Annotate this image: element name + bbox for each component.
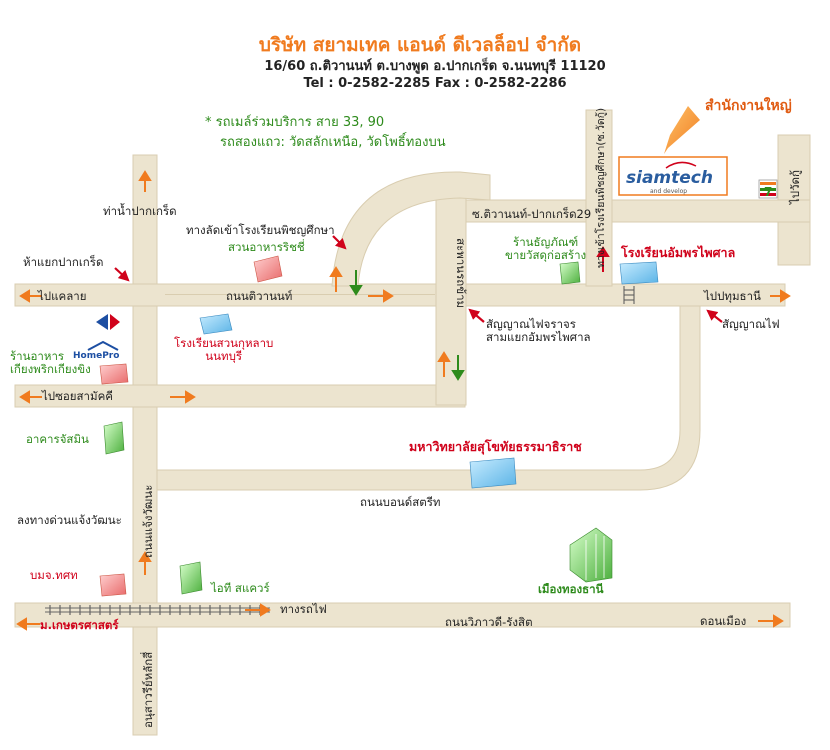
label-anusawari-lak-si: อนุสาวรีย์หลักสี่ bbox=[140, 652, 155, 728]
label-kiang-phrik-restaurant: ร้านอาหาร เกียงพริกเกียงขิง bbox=[10, 349, 91, 377]
logo-subtext: and develop bbox=[650, 188, 687, 195]
building-stou-icon bbox=[469, 457, 517, 489]
bus-line: * รถเมล์ร่วมบริการ สาย 33, 90 bbox=[205, 115, 385, 130]
siamtech-logo: siamtech and develop bbox=[618, 156, 728, 196]
label-bond-street-road: ถนนบอนด์สตรีท bbox=[360, 495, 441, 509]
company-address: 16/60 ถ.ติวานนท์ ต.บางพูด อ.ปากเกร็ด จ.น… bbox=[264, 59, 606, 74]
building-kiangphrik-icon bbox=[99, 363, 129, 385]
arrow-up-icon bbox=[138, 170, 152, 192]
building-itsquare-icon bbox=[179, 561, 203, 595]
building-amphon-icon bbox=[619, 261, 659, 285]
label-it-square: ไอที สแควร์ bbox=[211, 581, 270, 595]
building-suankularb-icon bbox=[199, 313, 233, 335]
arrow-right-icon bbox=[758, 614, 784, 628]
label-to-khae-lai: ไปแคลาย bbox=[38, 289, 87, 303]
logo-text: siamtech bbox=[626, 168, 713, 188]
label-to-soi-samakkhi: ไปซอยสามัคคี bbox=[42, 389, 113, 403]
arrow-up-icon bbox=[329, 266, 343, 292]
pointer-arrow-icon bbox=[468, 308, 485, 323]
arrow-down-icon bbox=[349, 270, 363, 296]
pointer-arrow-icon bbox=[706, 309, 723, 323]
arrow-left-icon bbox=[19, 390, 42, 404]
footbridge-icon bbox=[623, 286, 635, 304]
label-muang-thong-thani: เมืองทองธานี bbox=[538, 582, 604, 596]
label-chaeng-watthana-expressway: ลงทางด่วนแจ้งวัฒนะ bbox=[17, 513, 122, 527]
arrow-right-icon bbox=[368, 289, 394, 303]
building-tot-icon bbox=[99, 573, 127, 597]
svg-text:HomePro: HomePro bbox=[73, 351, 119, 361]
building-markers bbox=[99, 255, 659, 597]
road-divider bbox=[165, 294, 435, 295]
label-to-don-mueang: ดอนเมือง bbox=[700, 614, 747, 628]
label-shortcut-phichan: ทางลัดเข้าโรงเรียนพิชญศึกษา bbox=[186, 223, 335, 237]
arrow-right-icon bbox=[770, 289, 791, 303]
arrow-down-icon bbox=[451, 355, 465, 381]
road-flyover-vertical bbox=[435, 174, 467, 406]
svg-text:7: 7 bbox=[764, 185, 772, 199]
head-office-pointer-icon bbox=[664, 106, 700, 154]
arrow-left-icon bbox=[19, 289, 42, 303]
direction-arrows bbox=[16, 170, 791, 631]
label-railway: ทางรถไฟ bbox=[280, 602, 327, 616]
road-pak-kret-vertical bbox=[132, 154, 158, 736]
company-name: บริษัท สยามเทค แอนด์ ดีเวลล็อป จำกัด bbox=[258, 34, 582, 56]
green-arrows bbox=[349, 270, 465, 381]
road-flyover-curve bbox=[331, 171, 491, 287]
label-amphon-school: โรงเรียนอัมพรไพศาล bbox=[621, 245, 736, 260]
head-office-label: สำนักงานใหญ่ bbox=[705, 98, 792, 114]
label-jasmine-building: อาคารจัสมิน bbox=[26, 432, 89, 446]
building-muangthong-icon bbox=[569, 527, 613, 583]
arrow-right-icon bbox=[170, 390, 196, 404]
label-tot-company: บมจ.ทศท bbox=[30, 568, 78, 582]
label-traffic-light-amphon: สัญญาณไฟจราจร สามแยกอัมพรไพศาล bbox=[486, 317, 591, 345]
company-phone-fax: Tel : 0-2582-2285 Fax : 0-2582-2286 bbox=[303, 76, 567, 91]
carrefour-logo bbox=[96, 314, 120, 330]
arrow-up-icon bbox=[596, 246, 610, 272]
label-sa-nam: สะพานรถข้าม bbox=[454, 238, 468, 308]
label-soi-29: ซ.ติวานนท์-ปากเกร็ด29 bbox=[472, 207, 592, 221]
label-pak-kret-intersection: ห้าแยกปากเกร็ด bbox=[23, 255, 104, 269]
building-richy-icon bbox=[253, 255, 283, 283]
label-stou-university: มหาวิทยาลัยสุโขทัยธรรมาธิราช bbox=[409, 439, 582, 454]
arrow-left-icon bbox=[16, 617, 40, 631]
songthaew-line: รถสองแถว: วัดสลักเหนือ, วัดโพธิ์ทองบน bbox=[220, 135, 446, 150]
pointer-arrow-icon bbox=[114, 267, 130, 282]
road-vibhavadi-rangsit bbox=[14, 602, 791, 628]
label-traffic-light: สัญญาณไฟ bbox=[722, 317, 780, 331]
seven-eleven-logo: 7 bbox=[758, 179, 778, 199]
road-bond-street bbox=[156, 305, 701, 491]
building-tanya-icon bbox=[559, 261, 581, 285]
pointer-arrows bbox=[114, 235, 723, 323]
label-to-kasetsart: ม.เกษตรศาสตร์ bbox=[40, 618, 119, 632]
label-pak-kret-pier: ท่าน้ำปากเกร็ด bbox=[103, 204, 177, 218]
label-tiwanon-road: ถนนติวานนท์ bbox=[226, 289, 293, 303]
road-soi-29-end bbox=[611, 199, 811, 223]
label-richy-restaurant: สวนอาหารริชชี่ bbox=[228, 240, 305, 254]
pointer-arrow-icon bbox=[332, 235, 347, 250]
label-chaeng-watthana-road: ถนนแจ้งวัฒนะ bbox=[141, 485, 155, 558]
arrow-up-icon bbox=[138, 551, 152, 575]
label-to-wat-ku: ไปวัดกู้ bbox=[788, 170, 802, 205]
label-vibhavadi-rangsit: ถนนวิภาวดี-รังสิต bbox=[445, 615, 533, 629]
label-tanya-store: ร้านธัญภัณฑ์ ขายวัสดุก่อสร้าง bbox=[505, 235, 587, 263]
label-suan-kularb-school: โรงเรียนสวนกุหลาบ นนทบุรี bbox=[174, 336, 274, 364]
building-jasmine-icon bbox=[103, 421, 125, 455]
arrow-up-icon bbox=[437, 351, 451, 377]
label-to-pathum-thani: ไปปทุมธานี bbox=[704, 289, 761, 303]
label-phichan-entrance: ทางเข้าโรงเรียนพิชญศึกษา(ซ.วัดกู้) bbox=[594, 108, 607, 268]
homepro-logo: HomePro bbox=[73, 340, 119, 361]
arrow-right-icon bbox=[245, 603, 271, 617]
